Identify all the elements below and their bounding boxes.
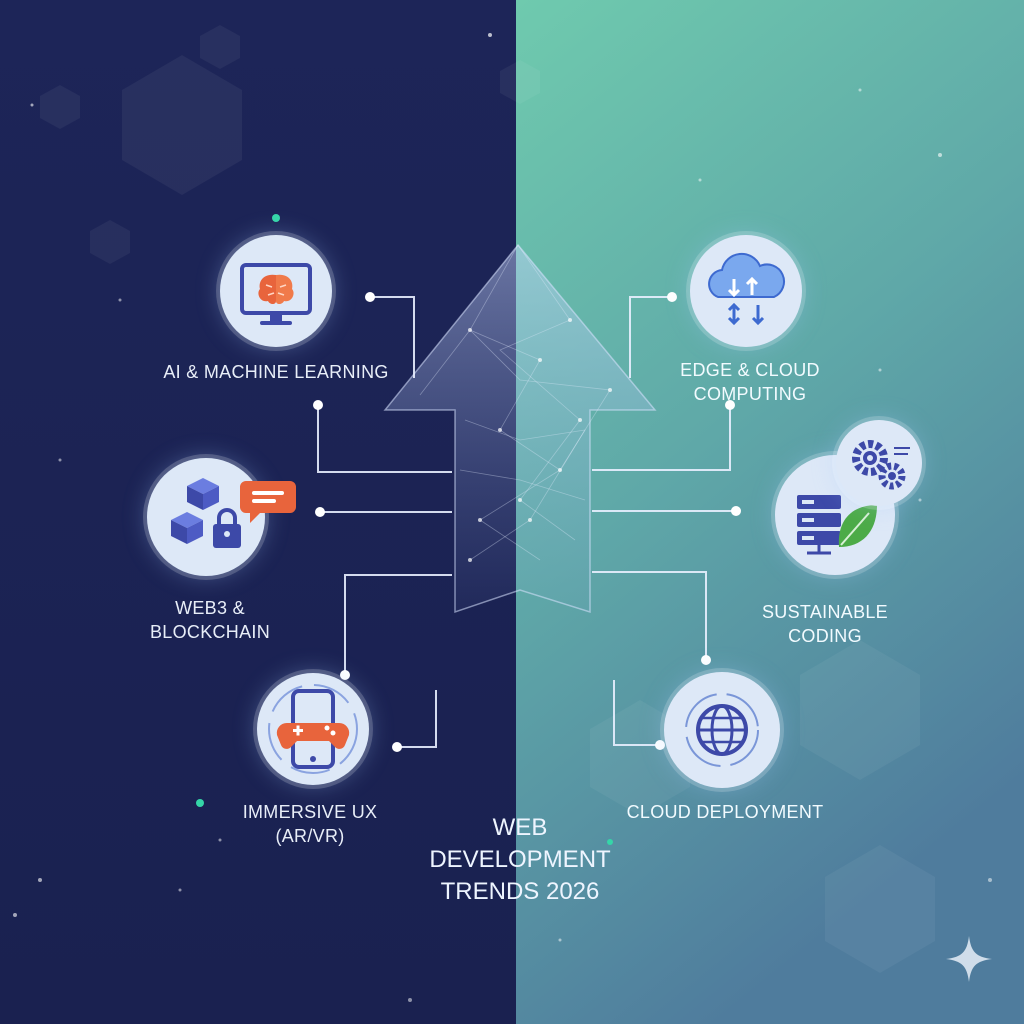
ai-ml-label: AI & MACHINE LEARNING: [163, 362, 389, 382]
globe-icon: [685, 693, 759, 767]
sparkle-icon: [946, 936, 992, 982]
cloud-sync-icon: [708, 252, 785, 326]
server-gears-leaf-icon: [797, 495, 877, 555]
ai-ml-node: [220, 235, 332, 347]
cloud-deployment-label: CLOUD DEPLOYMENT: [626, 802, 824, 822]
sustainable-coding-label: SUSTAINABLE CODING: [761, 602, 888, 646]
monitor-brain-icon: [240, 263, 312, 325]
web3-node: [147, 458, 265, 576]
edge-cloud-node: [690, 235, 802, 347]
connector-lines: [317, 296, 736, 748]
diagram-title: WEB DEVELOPMENT TRENDS 2026: [429, 814, 611, 905]
edge-cloud-label: EDGE & CLOUD COMPUTING: [680, 360, 820, 404]
cloud-deployment-node: [664, 672, 780, 788]
phone-gamepad-icon: [268, 684, 358, 774]
immersive-ux-node: [257, 673, 369, 785]
immersive-ux-label: IMMERSIVE UX (AR/VR): [242, 802, 378, 846]
blockchain-lock-icon: [171, 478, 241, 548]
chat-bubble-icon: [240, 481, 296, 523]
gears-icon: [852, 440, 910, 490]
web3-label: WEB3 & BLOCKCHAIN: [149, 598, 271, 642]
gears-node: [836, 420, 922, 506]
upward-arrow: [383, 243, 657, 614]
